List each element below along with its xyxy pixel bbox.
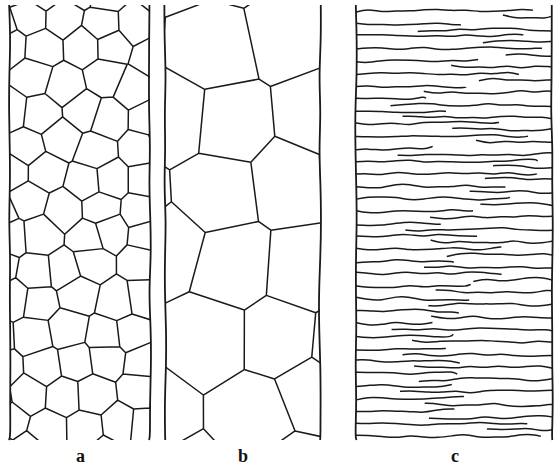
panel-letter: a [76, 447, 85, 465]
grain-boundary [390, 103, 552, 106]
grain-boundary [506, 54, 552, 56]
grain-boundary [356, 409, 454, 412]
grain-boundary [487, 429, 552, 431]
grain-boundary [430, 216, 552, 219]
grain-boundary [356, 284, 471, 287]
grain-boundary [479, 79, 552, 81]
grain-boundary [412, 340, 552, 343]
grain-boundary [414, 366, 552, 369]
grain-boundary [356, 9, 533, 12]
grain-boundary [356, 86, 466, 88]
grain-boundary [451, 65, 552, 68]
grain-boundary [356, 23, 461, 25]
grain-boundary [452, 128, 552, 131]
grain-boundary [356, 210, 473, 213]
grain-boundary [356, 322, 432, 325]
grain-boundary [356, 159, 538, 162]
grain-boundary [470, 191, 552, 194]
grain-boundary [356, 297, 469, 300]
grain-boundary [356, 372, 457, 374]
grain-boundary [356, 60, 478, 63]
grain-boundary [431, 240, 552, 243]
grain-boundary [356, 235, 477, 237]
grain-boundary [356, 111, 446, 113]
grain-boundary [428, 303, 552, 306]
grain-boundary [10, 5, 150, 440]
grain-pattern [356, 9, 552, 437]
grain-boundary [165, 5, 320, 440]
grain-boundary [418, 28, 552, 31]
grain-boundary [356, 222, 441, 225]
grain-pattern [165, 5, 320, 440]
strip-border [164, 5, 166, 440]
grain-boundary [480, 203, 552, 206]
panel-letter: b [238, 447, 248, 465]
grain-boundary [356, 72, 519, 74]
grain-boundary [402, 116, 552, 119]
grain-boundary [356, 360, 460, 363]
grain-boundary [485, 178, 552, 180]
grain-boundary [425, 403, 552, 406]
grain-boundary [356, 47, 542, 49]
grain-boundary [356, 396, 464, 400]
grain-boundary [356, 348, 446, 350]
grain-boundary [356, 334, 453, 338]
strip-border [551, 5, 553, 440]
grain-boundary [405, 228, 552, 231]
strip-border [319, 5, 321, 440]
grain-boundary [356, 184, 505, 188]
grain-boundary [356, 260, 454, 263]
grain-boundary [356, 309, 459, 313]
grain-boundary [356, 247, 501, 250]
grain-boundary [356, 384, 452, 387]
strip-border [149, 5, 151, 440]
grain-boundary [356, 173, 537, 175]
grain-boundary [356, 423, 527, 426]
grain-boundary [473, 278, 552, 282]
grain-boundary [356, 97, 426, 99]
grain-pattern [10, 5, 150, 440]
grain-boundary [400, 390, 552, 393]
grain-boundary [356, 122, 499, 125]
grain-boundary [419, 378, 552, 382]
grain-boundary [398, 153, 552, 156]
grain-boundary [483, 40, 552, 43]
grain-boundary [493, 165, 552, 168]
strip-border [355, 5, 356, 440]
grain-boundary [424, 266, 552, 268]
grain-boundary [356, 146, 433, 150]
panel-letter: c [451, 447, 459, 465]
grain-boundary [356, 34, 523, 36]
grain-boundary [447, 253, 552, 256]
grain-boundary [503, 15, 552, 18]
grain-boundary [476, 140, 552, 142]
grain-boundary [424, 91, 552, 94]
grain-boundary [402, 353, 552, 356]
grain-boundary [431, 316, 552, 319]
grain-boundary [356, 435, 541, 438]
grain-boundary [356, 197, 510, 200]
grain-boundary [356, 135, 528, 137]
grain-boundary [436, 290, 552, 293]
grain-boundary [356, 272, 502, 275]
grain-boundary [429, 416, 552, 419]
grain-boundary [392, 328, 552, 331]
strip-border [9, 5, 11, 440]
